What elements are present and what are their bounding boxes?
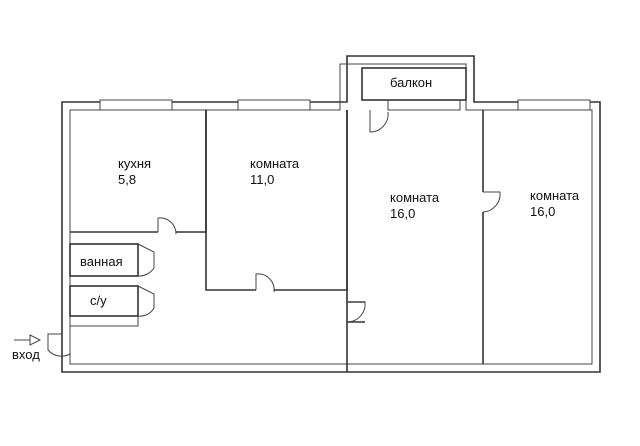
- kitchen-wall: [70, 110, 207, 233]
- window-room-3: [517, 99, 591, 111]
- window-room-1: [237, 99, 311, 111]
- toilet-box: [69, 285, 139, 317]
- room-1-name: комната: [250, 156, 300, 171]
- corridor-line: [70, 316, 139, 327]
- entrance-arrow: [14, 334, 42, 346]
- window-kitchen: [99, 99, 173, 111]
- bathroom-box: [69, 243, 139, 277]
- window-room-2: [387, 99, 461, 111]
- bathroom-door: [137, 243, 155, 277]
- room-2-area: 16,0: [390, 206, 416, 221]
- room-1-door: [255, 273, 275, 293]
- room-1-wall: [205, 110, 348, 291]
- room-3-door: [482, 191, 501, 213]
- toilet-name: с/у: [90, 293, 107, 308]
- outer-wall: [61, 55, 601, 373]
- room-3-area: 16,0: [530, 204, 556, 219]
- balcony-name: балкон: [390, 75, 433, 90]
- room-2-name: комната: [390, 190, 440, 205]
- balcony-box: [361, 67, 467, 101]
- room-3-name: комната: [530, 188, 580, 203]
- entrance-label: вход: [12, 347, 40, 362]
- inner-outline: [69, 63, 593, 365]
- kitchen-area: 5,8: [118, 172, 137, 187]
- entrance-door: [47, 333, 71, 357]
- toilet-door: [137, 285, 155, 317]
- room-2-wall: [346, 110, 365, 372]
- bathroom-name: ванная: [80, 254, 123, 269]
- balcony-door: [369, 110, 389, 133]
- kitchen-door: [157, 217, 177, 235]
- room-2-door: [346, 301, 366, 323]
- room-1-area: 11,0: [250, 172, 275, 187]
- kitchen-name: кухня: [118, 156, 152, 171]
